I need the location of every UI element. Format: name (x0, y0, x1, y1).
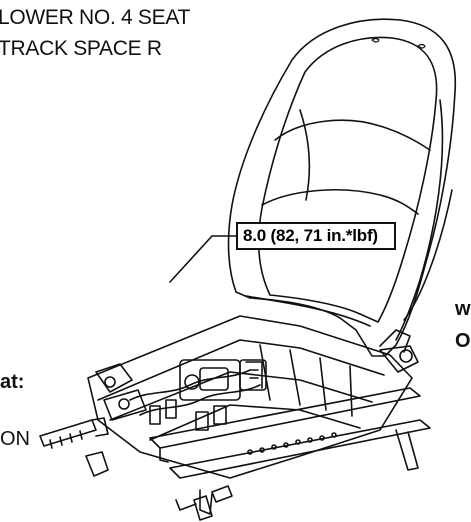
torque-spec-box: 8.0 (82, 71 in.*lbf) (236, 222, 396, 250)
part-name-line-2: TRACK SPACE R (0, 37, 162, 60)
left-text-fragment-1: at: (0, 371, 25, 393)
seat-track-rails (149, 387, 431, 515)
track-bolts (39, 417, 213, 521)
seat-frame (87, 315, 419, 479)
seatback (227, 18, 457, 357)
torque-spec-value: 8.0 (82, 71 in.*lbf) (243, 226, 378, 245)
part-name-line-1: LOWER NO. 4 SEAT (0, 6, 191, 29)
leader-lines (169, 235, 237, 283)
left-text-fragment-2: ON (0, 428, 30, 450)
right-text-fragment-2: O (455, 330, 471, 352)
right-text-fragment-1: w (455, 298, 471, 320)
